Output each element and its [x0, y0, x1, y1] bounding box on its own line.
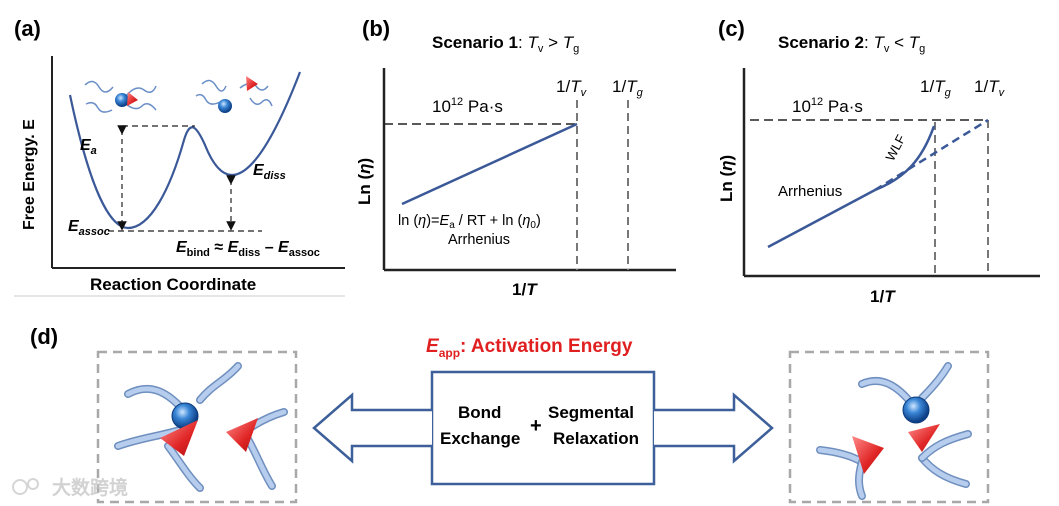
panel-b-x-label: 1/T: [512, 280, 538, 299]
panel-a-label: (a): [14, 16, 41, 41]
watermark-text: 大数跨境: [52, 476, 128, 499]
panel-c-inv-tv-label: 1/Tv: [974, 77, 1006, 99]
panel-c-x-label: 1/T: [870, 287, 896, 306]
ebind-equation: Ebind ≈ Ediss – Eassoc: [176, 239, 320, 259]
left-network-box: [96, 350, 298, 504]
exchange-label: Exchange: [440, 429, 520, 448]
panel-b: (b) Scenario 1: Tv > Tg Ln (η) 1/T 1012 …: [355, 16, 676, 299]
plus-sign: +: [530, 415, 542, 437]
panel-b-viscosity-label: 1012 Pa·s: [432, 96, 503, 116]
panel-b-inv-tg-label: 1/Tg: [612, 77, 644, 99]
panel-b-arrhenius-label: Arrhenius: [448, 232, 510, 248]
panel-a-x-label: Reaction Coordinate: [90, 275, 256, 294]
watermark-logo-icon: [12, 479, 28, 495]
panel-c-arrhenius-line: [767, 188, 876, 249]
panel-b-y-label: Ln (η): [355, 158, 374, 205]
energy-curve: [68, 71, 302, 230]
panel-a: (a) Free Energy. E Reaction Coordinate E…: [14, 16, 345, 297]
panel-b-equation: ln (η)=Ea / RT + ln (η0): [398, 213, 541, 231]
right-triangle-icon-2: [852, 436, 884, 474]
bond-label: Bond: [458, 403, 501, 422]
right-double-arrow-icon: [654, 392, 774, 464]
segmental-label: Segmental: [548, 403, 634, 422]
panel-b-title: Scenario 1: Tv > Tg: [432, 33, 579, 55]
eassoc-label: Eassoc: [68, 218, 110, 238]
left-double-arrow-icon: [312, 392, 432, 464]
dissociated-molecule-icon: [195, 76, 273, 113]
panel-c-wlf-label: WLF: [882, 132, 908, 163]
panel-b-label: (b): [362, 16, 390, 41]
right-network-box: [788, 350, 990, 504]
panel-c-extrapolation-line: [874, 118, 989, 192]
panel-a-y-label: Free Energy. E: [21, 119, 38, 230]
panel-b-inv-tv-label: 1/Tv: [556, 77, 588, 99]
panel-d-title: Eapp: Activation Energy: [426, 336, 633, 360]
left-network-illustration: [114, 362, 288, 492]
panel-d-label: (d): [30, 324, 58, 349]
panel-c: (c) Scenario 2: Tv < Tg Ln (η) 1/T 1012 …: [717, 16, 1040, 306]
panel-b-arrhenius-line: [401, 122, 578, 206]
right-network-illustration: [816, 362, 972, 500]
panel-c-title: Scenario 2: Tv < Tg: [778, 33, 925, 55]
panel-c-viscosity-label: 1012 Pa·s: [792, 96, 863, 116]
ediss-label: Ediss: [253, 162, 286, 182]
panel-c-label: (c): [718, 16, 745, 41]
panel-c-arrhenius-label: Arrhenius: [778, 183, 842, 200]
left-triangle-icon-2: [226, 418, 258, 452]
left-triangle-icon-1: [160, 420, 198, 456]
panel-c-y-label: Ln (η): [717, 155, 736, 202]
right-triangle-icon-1: [908, 424, 940, 452]
process-box: [430, 370, 656, 486]
relaxation-label: Relaxation: [553, 429, 639, 448]
panel-d: (d) Eapp: Activation Energy Bond Exchang…: [30, 324, 990, 504]
ea-label: Ea: [80, 137, 97, 157]
right-bead-icon: [902, 396, 930, 424]
associated-molecule-icon: [84, 80, 157, 113]
watermark: 大数跨境: [12, 476, 128, 499]
panel-c-inv-tg-label: 1/Tg: [920, 77, 952, 99]
